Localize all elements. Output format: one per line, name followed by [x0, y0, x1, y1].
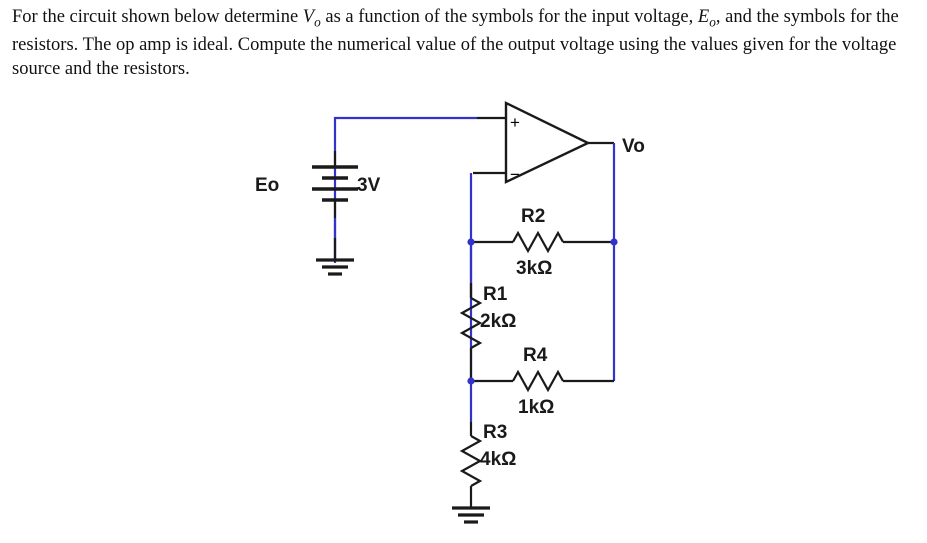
problem-text-part-2: as a function of the symbols for the inp… [320, 7, 698, 27]
resistor-R1: R1 2kΩ [459, 283, 516, 381]
resistor-R4: R4 1kΩ [471, 345, 614, 418]
R3-name-label: R3 [483, 422, 507, 443]
R1-value-label: 2kΩ [480, 311, 516, 332]
R3-zigzag [459, 435, 483, 487]
R4-value-label: 1kΩ [518, 397, 554, 418]
node-dot-inverting [467, 238, 475, 246]
source-value-label: 3V [357, 175, 381, 196]
R4-name-label: R4 [523, 345, 548, 366]
ground-r3-symbol [452, 506, 490, 524]
feedback-network: R2 3kΩ R1 2kΩ R4 1kΩ [452, 143, 618, 524]
opamp-minus-label: − [510, 165, 520, 184]
voltage-source-symbol: E [697, 7, 710, 27]
problem-text-part-3: , and the symbols for the resistors. The… [12, 7, 899, 79]
R2-zigzag [512, 230, 564, 254]
source-name-label: Eo [255, 175, 279, 196]
output-voltage-label: Vo [622, 136, 645, 157]
R1-name-label: R1 [483, 284, 508, 305]
problem-statement: For the circuit shown below determine Vo… [12, 6, 918, 81]
circuit-diagram: Eo 3V + − Vo R2 [0, 88, 927, 543]
voltage-output-subscript: o [314, 14, 321, 30]
opamp-triangle [504, 101, 591, 184]
ground-source-symbol [316, 238, 354, 276]
R3-value-label: 4kΩ [480, 449, 516, 470]
voltage-source-subscript: o [709, 14, 716, 30]
R2-name-label: R2 [521, 206, 545, 227]
R4-zigzag [512, 369, 564, 393]
resistor-R2: R2 3kΩ [471, 206, 614, 279]
voltage-source-branch: Eo 3V [255, 116, 506, 276]
opamp-symbol: + − Vo [473, 101, 645, 184]
voltage-output-symbol: V [302, 7, 315, 27]
node-dot-output-r2 [610, 238, 618, 246]
R1-zigzag [459, 297, 483, 349]
R2-value-label: 3kΩ [516, 258, 552, 279]
resistor-R3: R3 4kΩ [459, 381, 516, 508]
opamp-plus-label: + [510, 113, 520, 132]
problem-text-part-1: For the circuit shown below determine [12, 7, 303, 27]
